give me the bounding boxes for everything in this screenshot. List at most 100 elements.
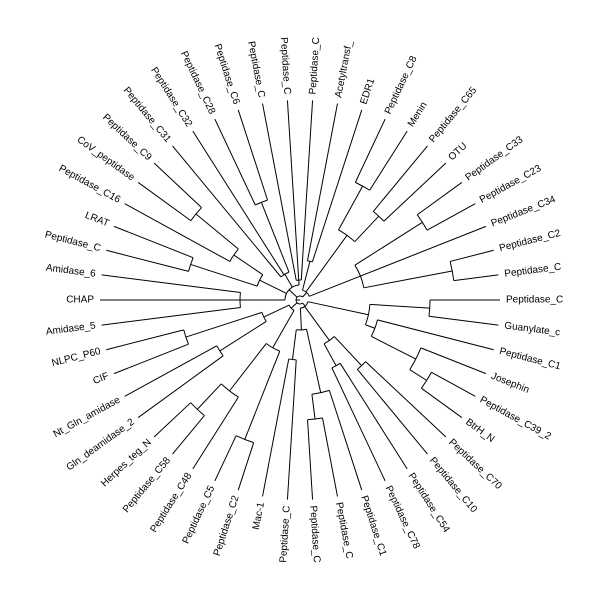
branch <box>302 292 307 298</box>
branch <box>219 321 267 352</box>
leaf-label: Amidase_5 <box>45 320 96 337</box>
clade-arc <box>255 199 268 206</box>
leaf-label: Peptidase_C <box>245 40 267 98</box>
branch <box>101 307 241 326</box>
leaf-label: BtrH_N <box>463 417 496 445</box>
leaf-label: Guanylate_c <box>504 321 561 339</box>
clade-arc <box>280 271 290 278</box>
branch <box>369 130 408 191</box>
branch <box>214 435 237 482</box>
branch <box>323 343 337 366</box>
branch <box>284 273 293 288</box>
branch <box>377 319 494 351</box>
branch <box>190 263 258 287</box>
leaf-label: CIF <box>92 371 111 387</box>
leaf-label: Peptidase_C <box>278 505 293 563</box>
clade-arc <box>428 299 431 317</box>
branch <box>306 329 322 393</box>
clade-arc <box>409 347 422 370</box>
branch <box>196 383 222 410</box>
leaf-label: Peptidase_C <box>308 37 323 95</box>
branch <box>363 270 453 289</box>
leaf-label: Peptidase_C <box>44 229 102 254</box>
branch <box>321 417 338 497</box>
branch <box>192 130 285 275</box>
clade-arc <box>449 261 455 281</box>
branch <box>333 336 362 366</box>
branch <box>229 343 267 392</box>
branch <box>153 162 202 208</box>
branch <box>185 311 263 338</box>
branch <box>453 274 499 282</box>
clade-arc <box>216 345 224 357</box>
leaf-label: Peptidase_C <box>504 262 562 280</box>
branch <box>428 315 499 326</box>
branch <box>426 203 476 231</box>
branch <box>299 307 302 330</box>
branch <box>259 279 287 294</box>
clade-arc <box>190 207 202 221</box>
branch <box>214 118 256 206</box>
branch <box>290 302 298 309</box>
leaf-label: Peptidase_C78 <box>383 484 422 551</box>
branch <box>244 350 281 440</box>
branch <box>137 182 192 222</box>
clade-arc <box>307 417 323 421</box>
branch <box>372 145 428 212</box>
branch <box>338 185 364 231</box>
leaf-label: Peptidase_C <box>278 37 293 95</box>
leaf-label: Peptidase_C <box>506 295 563 306</box>
branch <box>153 402 191 438</box>
branch <box>417 182 463 216</box>
clade-arc <box>302 289 310 297</box>
branch <box>307 419 314 500</box>
leaf-label: Peptidase_C2 <box>212 494 242 558</box>
leaf-label: Peptidase_C1 <box>498 346 562 372</box>
branch <box>360 225 487 277</box>
branch <box>339 363 408 470</box>
clade-arc <box>265 343 280 352</box>
clade-arc <box>357 361 366 370</box>
clade-arc <box>338 229 356 243</box>
branch <box>365 361 447 438</box>
leaf-label: Peptidase_C <box>333 501 355 559</box>
leaf-label: Menin <box>406 100 430 129</box>
clade-arc <box>372 211 385 222</box>
branch <box>237 109 269 201</box>
branch <box>291 329 297 360</box>
branch <box>354 221 423 266</box>
branch <box>113 343 189 375</box>
branch <box>263 304 290 318</box>
branch <box>195 213 239 250</box>
branch <box>106 249 189 272</box>
branch <box>356 369 428 455</box>
branch <box>371 335 417 360</box>
branch <box>354 118 386 183</box>
leaf-label: Peptidase_C34 <box>490 194 558 230</box>
branch <box>137 355 224 418</box>
branch <box>192 396 239 470</box>
branch <box>106 329 184 351</box>
branch <box>305 234 348 293</box>
branch <box>260 202 290 273</box>
branch <box>233 254 264 276</box>
leaf-label: Josephin <box>489 371 530 396</box>
leaf-label: Peptidase_C2 <box>498 228 562 254</box>
branch <box>113 225 194 259</box>
leaf-label: NLPC_P60 <box>51 346 103 369</box>
leaf-label: Acetyltransf_ <box>333 39 355 98</box>
leaf-label: Peptidase_C6 <box>212 43 242 107</box>
leaf-label: EDR1 <box>359 77 378 106</box>
branch <box>309 275 361 297</box>
clade-arc <box>256 274 264 287</box>
branch <box>302 261 311 291</box>
leaf-label: Mac-1 <box>251 501 267 531</box>
branch <box>286 100 300 281</box>
branch <box>300 100 314 281</box>
branch <box>124 203 231 262</box>
branch <box>172 145 282 278</box>
branch <box>262 103 297 281</box>
leaf-label: CHAP <box>66 295 94 306</box>
leaf-label: Peptidase_C5 <box>181 484 218 546</box>
branch <box>288 289 298 298</box>
